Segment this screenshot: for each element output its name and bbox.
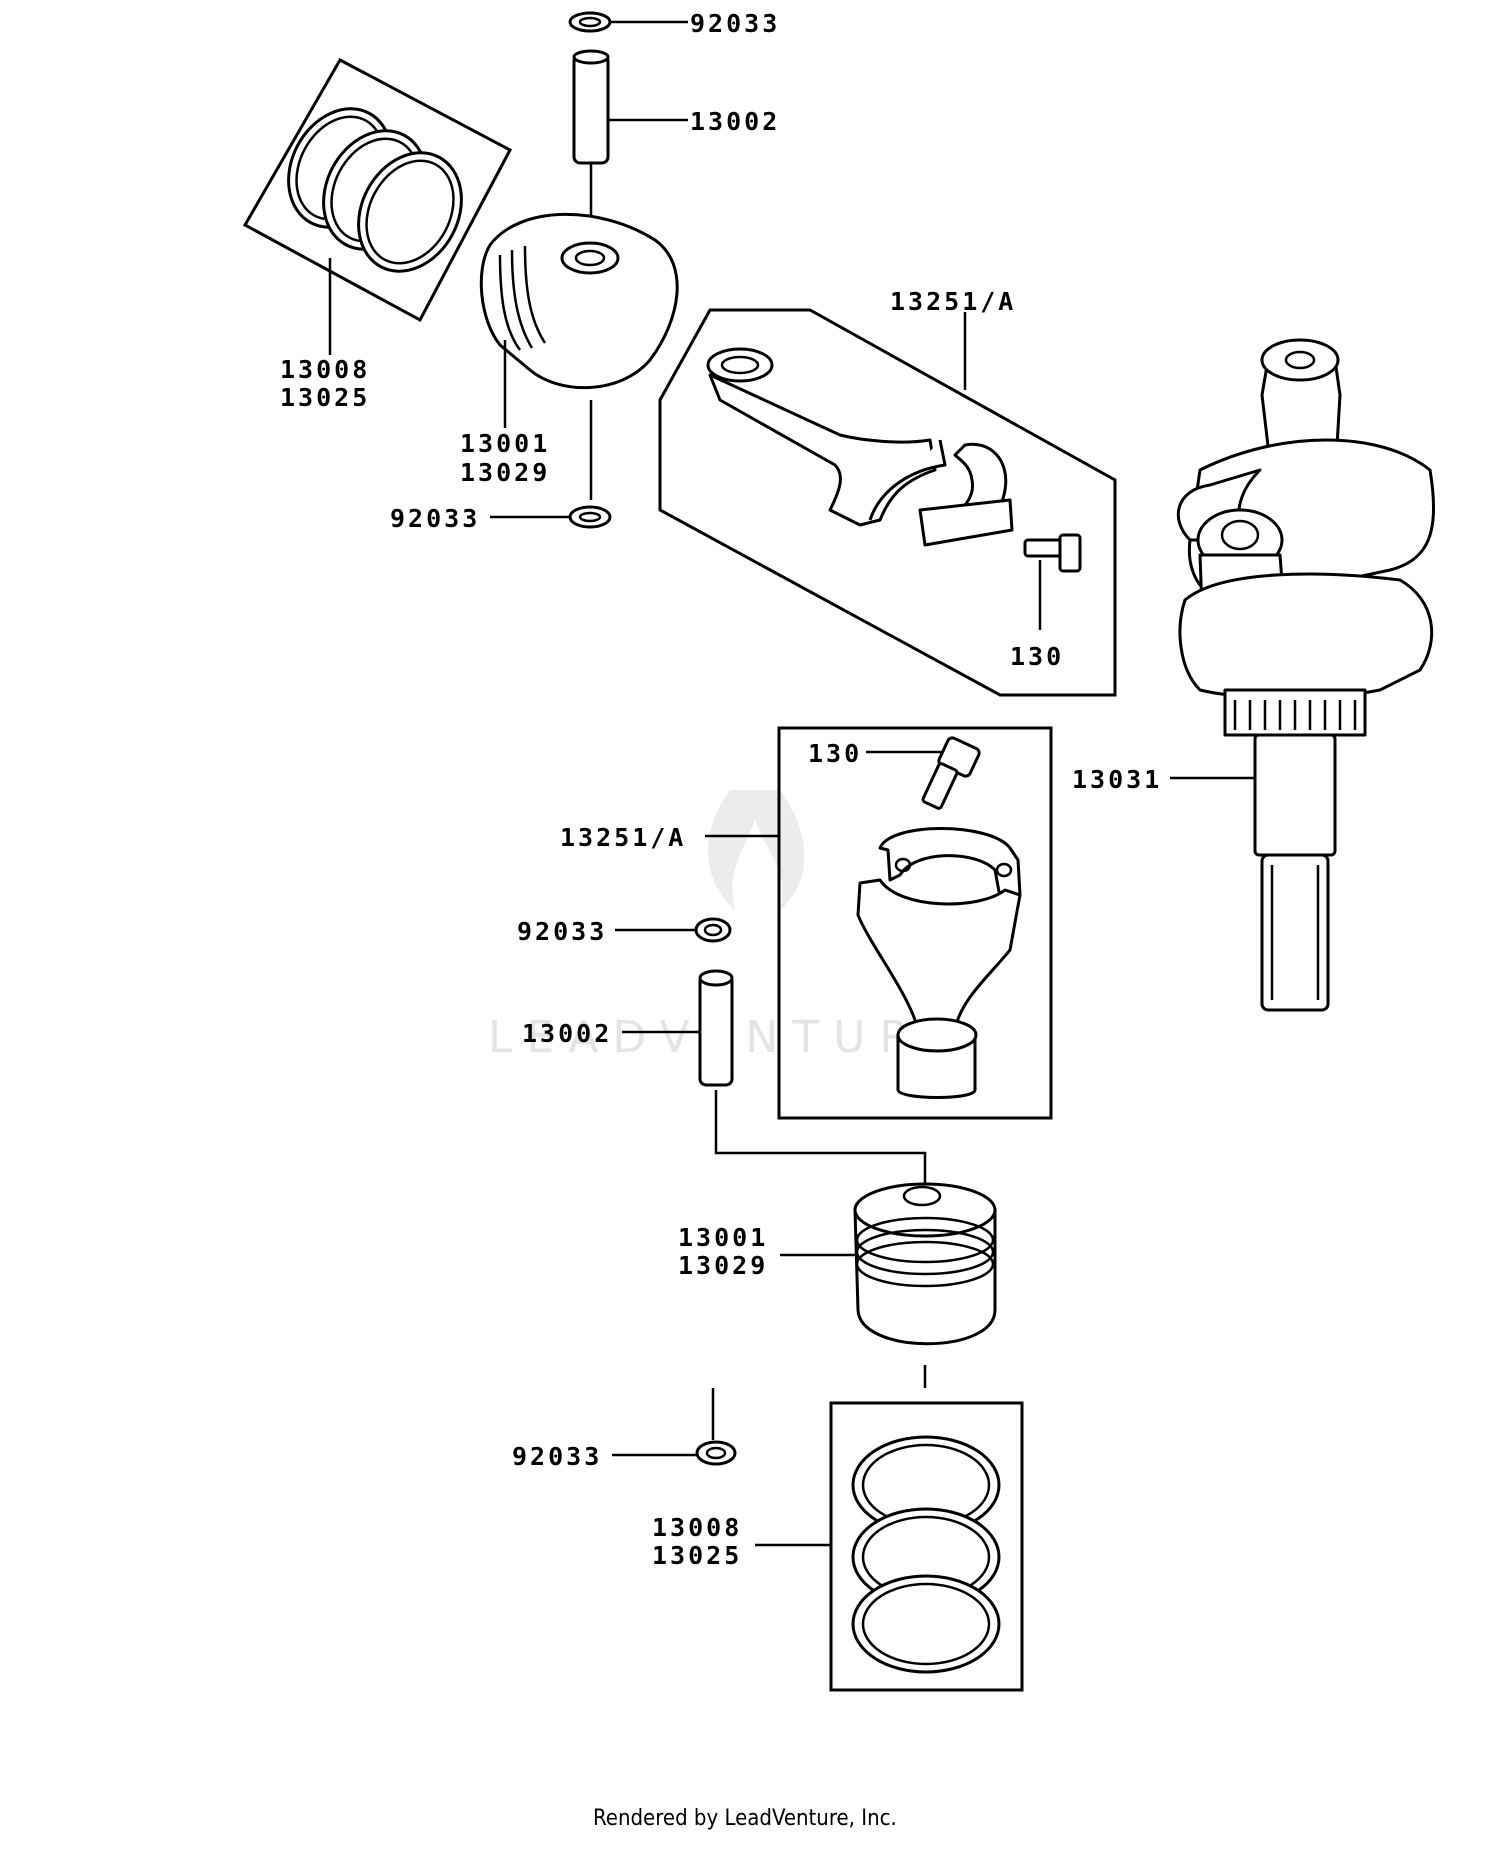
piston-pin-upper[interactable] — [572, 49, 610, 165]
label-piston-upper-a: 13001 — [460, 429, 550, 458]
label-piston-rings-upper-b: 13025 — [280, 383, 370, 412]
label-crankshaft: 13031 — [1072, 765, 1162, 794]
piston-rings-box-lower — [829, 1401, 1024, 1692]
piston-pin-lower[interactable] — [698, 969, 734, 1087]
label-piston-pin-upper: 13002 — [690, 107, 780, 136]
label-piston-pin-lower: 13002 — [522, 1019, 612, 1048]
connecting-rod-upper[interactable] — [706, 347, 1014, 547]
connecting-rod-lower[interactable] — [856, 878, 1022, 1099]
label-piston-lower-b: 13029 — [678, 1251, 768, 1280]
connecting-rod-box-upper — [658, 308, 1117, 697]
label-piston-lower-a: 13001 — [678, 1223, 768, 1252]
label-piston-upper-b: 13029 — [460, 458, 550, 487]
rod-bolt-lower[interactable] — [921, 736, 981, 810]
snap-ring-bottom-lower[interactable] — [695, 1440, 737, 1466]
label-snap-ring-top-lower: 92033 — [517, 917, 607, 946]
label-piston-rings-lower-b: 13025 — [652, 1541, 742, 1570]
label-piston-rings-upper-a: 13008 — [280, 355, 370, 384]
label-piston-rings-lower-a: 13008 — [652, 1513, 742, 1542]
piston-lower[interactable] — [853, 1182, 997, 1346]
crankshaft[interactable] — [1176, 338, 1436, 1012]
snap-ring-bottom-upper[interactable] — [568, 505, 612, 529]
label-snap-ring-bottom-lower: 92033 — [512, 1442, 602, 1471]
piston-rings-lower[interactable] — [851, 1435, 1001, 1674]
connecting-rod-box-lower — [777, 726, 1053, 1120]
label-snap-ring-top: 92033 — [690, 9, 780, 38]
piston-upper[interactable] — [479, 212, 679, 390]
credit-text: Rendered by LeadVenture, Inc. — [593, 1806, 897, 1831]
piston-rings-upper[interactable] — [242, 57, 513, 323]
rod-cap-lower[interactable] — [878, 827, 1022, 899]
label-connecting-rod-upper: 13251/A — [890, 287, 1016, 316]
label-snap-ring-bottom-upper: 92033 — [390, 504, 480, 533]
snap-ring-top-lower[interactable] — [694, 917, 732, 943]
label-connecting-rod-lower: 13251/A — [560, 823, 686, 852]
label-rod-bolt-upper: 130 — [1010, 642, 1064, 671]
label-rod-bolt-lower: 130 — [808, 739, 862, 768]
snap-ring-top[interactable] — [568, 11, 612, 33]
rod-bolt-upper[interactable] — [1023, 533, 1082, 573]
